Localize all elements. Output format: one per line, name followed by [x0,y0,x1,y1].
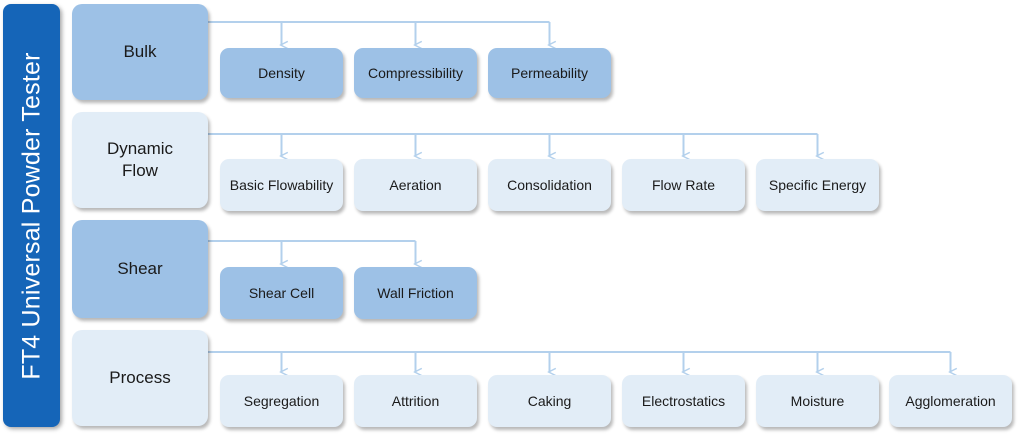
item-moisture: Moisture [756,375,879,427]
item-label: Specific Energy [768,176,867,193]
item-label: Flow Rate [651,176,716,193]
item-label: Consolidation [507,176,592,193]
item-basic-flowability: Basic Flowability [220,159,343,211]
item-electrostatics: Electrostatics [622,375,745,427]
item-label: Segregation [243,392,320,409]
category-process: Process [72,330,208,426]
item-wall-friction: Wall Friction [354,267,477,319]
item-label: Density [258,64,305,81]
item-segregation: Segregation [220,375,343,427]
category-label: Bulk [123,42,157,61]
category-label: Shear [117,259,163,278]
category-bulk: Bulk [72,4,208,100]
item-consolidation: Consolidation [488,159,611,211]
item-compressibility: Compressibility [354,48,477,98]
item-attrition: Attrition [354,375,477,427]
item-label: Compressibility [368,64,463,81]
item-label: Electrostatics [641,392,726,409]
item-shear-cell: Shear Cell [220,267,343,319]
item-label: Permeability [510,64,589,81]
category-label: Process [109,368,171,387]
item-label: Wall Friction [377,284,454,301]
item-label: Agglomeration [905,392,996,409]
title-banner: FT4 Universal Powder Tester [3,4,60,427]
category-label-line: Dynamic [106,139,174,158]
category-label-line: Flow [122,161,158,180]
item-label: Attrition [391,392,440,409]
item-caking: Caking [488,375,611,427]
item-specific-energy: Specific Energy [756,159,879,211]
item-aeration: Aeration [354,159,477,211]
item-flow-rate: Flow Rate [622,159,745,211]
item-agglomeration: Agglomeration [889,375,1012,427]
item-permeability: Permeability [488,48,611,98]
item-label: Shear Cell [248,284,315,301]
item-label: Caking [527,392,572,409]
item-label: Aeration [389,176,442,193]
item-density: Density [220,48,343,98]
item-label: Moisture [790,392,845,409]
item-label: Basic Flowability [229,176,334,193]
category-shear: Shear [72,220,208,318]
